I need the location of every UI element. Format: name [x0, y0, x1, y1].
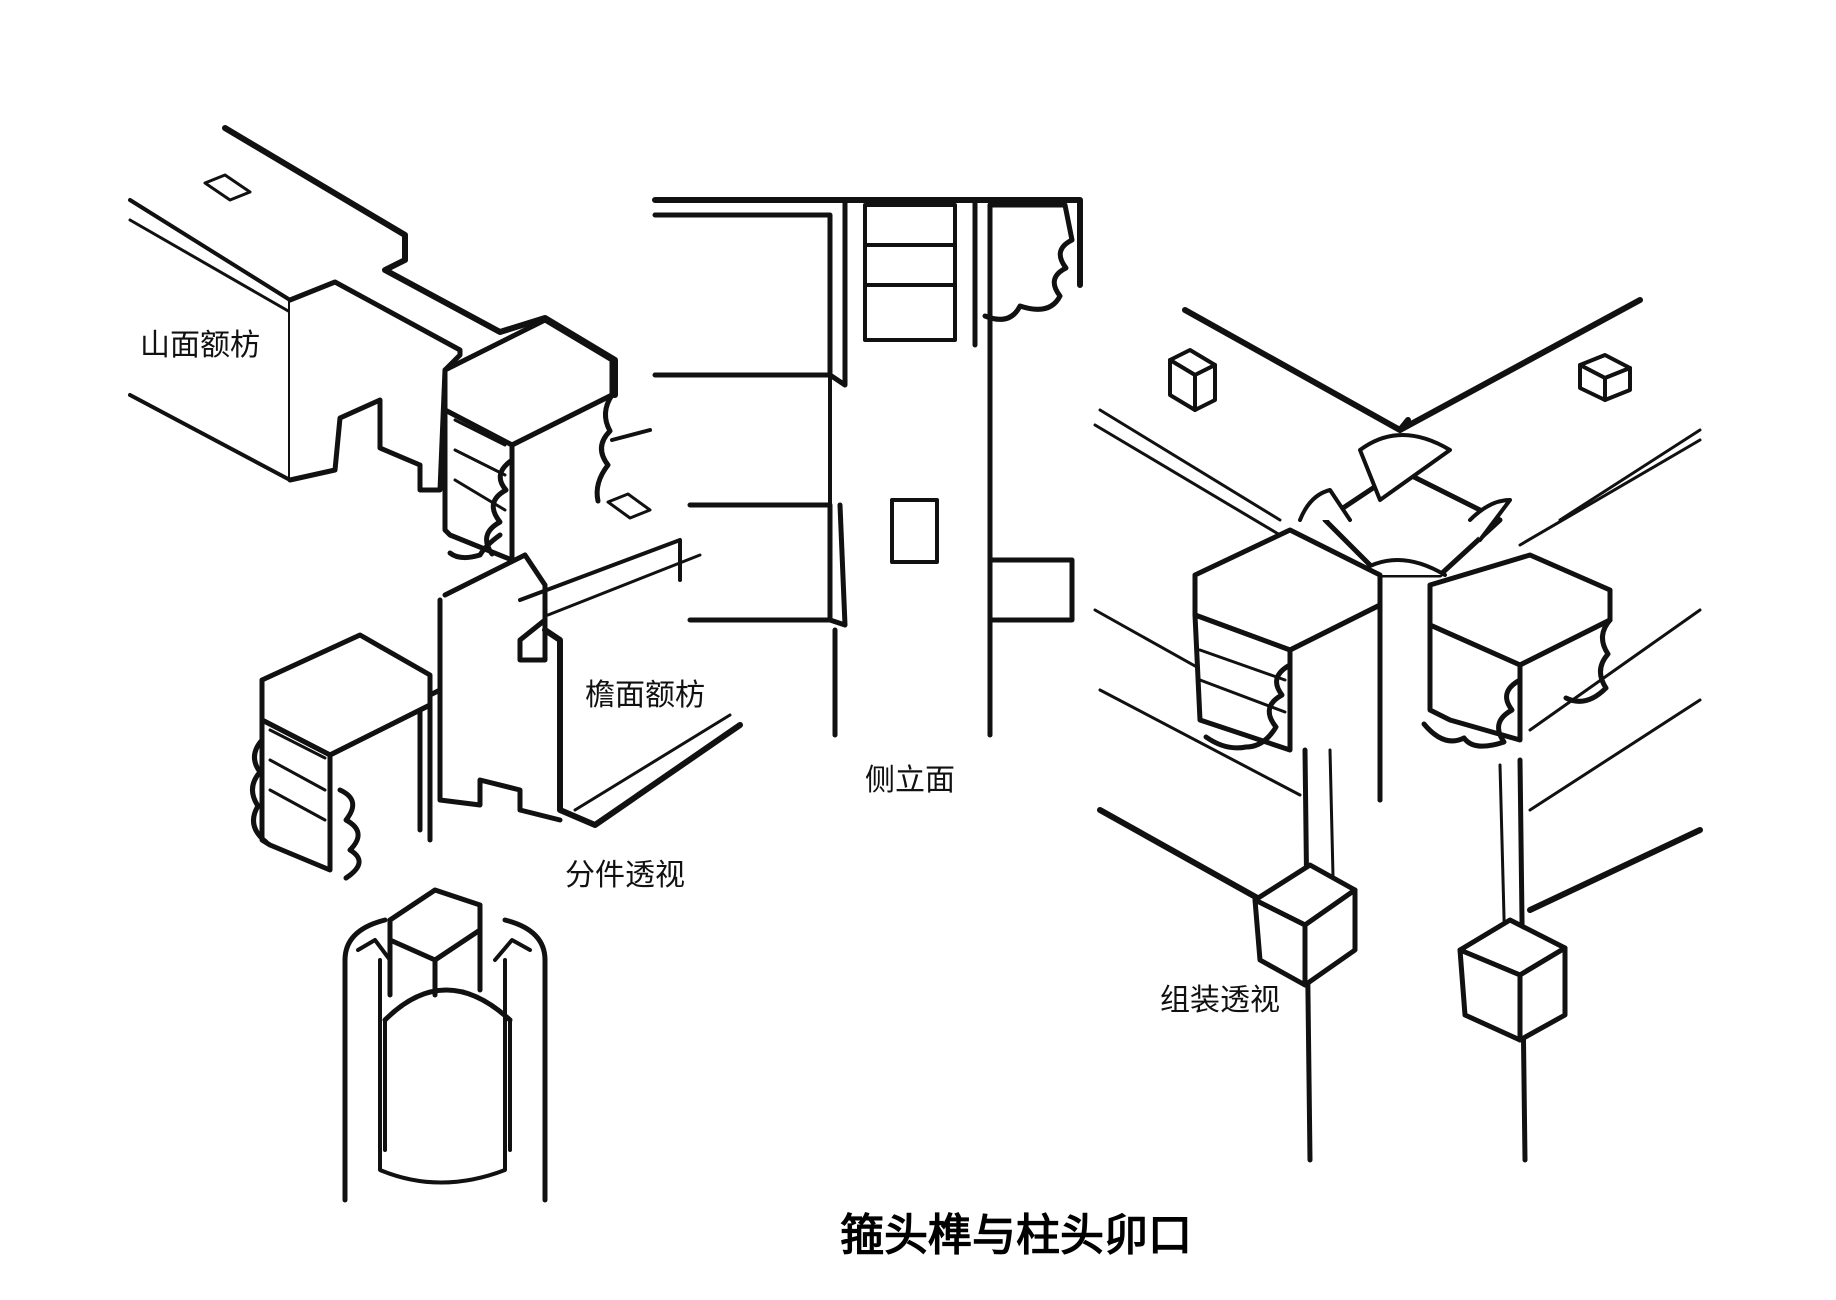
assembled-perspective-drawing: [1093, 297, 1703, 1163]
label-side-elevation: 侧立面: [865, 763, 955, 798]
label-assembled-perspective: 组装透视: [1160, 983, 1280, 1018]
pin-block-1: [1168, 348, 1217, 412]
column-head: [342, 887, 548, 1203]
eave-beam: [250, 538, 743, 881]
label-gable-beam: 山面额枋: [140, 328, 260, 363]
pin-block-4: [1457, 917, 1568, 1043]
pin-block-3: [1252, 862, 1358, 988]
label-parts-perspective: 分件透视: [565, 858, 685, 893]
label-eave-beam: 檐面额枋: [585, 678, 705, 713]
pin-block-2: [1578, 353, 1632, 402]
side-elevation-drawing: [652, 197, 1083, 738]
parts-perspective-drawing: [128, 125, 743, 1203]
gable-beam: [128, 125, 652, 563]
figure-title: 箍头榫与柱头卯口: [840, 1210, 1192, 1261]
